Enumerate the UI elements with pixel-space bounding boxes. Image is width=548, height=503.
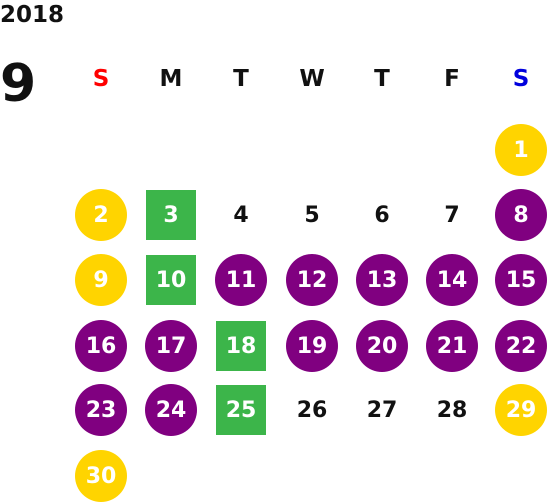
day-cell-30[interactable]: 30 (75, 450, 127, 502)
weekday-header-3: W (299, 66, 325, 92)
day-cell-23[interactable]: 23 (75, 384, 127, 436)
day-cell-26[interactable]: 26 (296, 397, 328, 423)
weekday-header-0: S (92, 66, 110, 92)
day-cell-21[interactable]: 21 (426, 320, 478, 372)
day-cell-22[interactable]: 22 (495, 320, 547, 372)
day-cell-8[interactable]: 8 (495, 189, 547, 241)
day-cell-19[interactable]: 19 (286, 320, 338, 372)
weekday-header-5: F (444, 66, 460, 92)
day-cell-14[interactable]: 14 (426, 254, 478, 306)
weekday-header-1: M (159, 66, 183, 92)
day-cell-2[interactable]: 2 (75, 189, 127, 241)
weekday-header-2: T (233, 66, 249, 92)
day-cell-3[interactable]: 3 (146, 190, 196, 240)
day-cell-1[interactable]: 1 (495, 124, 547, 176)
day-cell-25[interactable]: 25 (216, 385, 266, 435)
day-cell-7[interactable]: 7 (444, 202, 460, 228)
day-cell-15[interactable]: 15 (495, 254, 547, 306)
day-cell-28[interactable]: 28 (436, 397, 468, 423)
day-cell-11[interactable]: 11 (215, 254, 267, 306)
day-cell-4[interactable]: 4 (233, 202, 249, 228)
day-cell-10[interactable]: 10 (146, 255, 196, 305)
day-cell-24[interactable]: 24 (145, 384, 197, 436)
weekday-header-4: T (374, 66, 390, 92)
day-cell-17[interactable]: 17 (145, 320, 197, 372)
month-label: 9 (0, 54, 37, 114)
day-cell-29[interactable]: 29 (495, 384, 547, 436)
day-cell-13[interactable]: 13 (356, 254, 408, 306)
day-cell-20[interactable]: 20 (356, 320, 408, 372)
year-label: 2018 (0, 2, 65, 28)
day-cell-27[interactable]: 27 (366, 397, 398, 423)
weekday-header-6: S (512, 66, 530, 92)
day-cell-18[interactable]: 18 (216, 321, 266, 371)
day-cell-9[interactable]: 9 (75, 254, 127, 306)
day-cell-12[interactable]: 12 (286, 254, 338, 306)
day-cell-16[interactable]: 16 (75, 320, 127, 372)
day-cell-6[interactable]: 6 (374, 202, 390, 228)
day-cell-5[interactable]: 5 (304, 202, 320, 228)
